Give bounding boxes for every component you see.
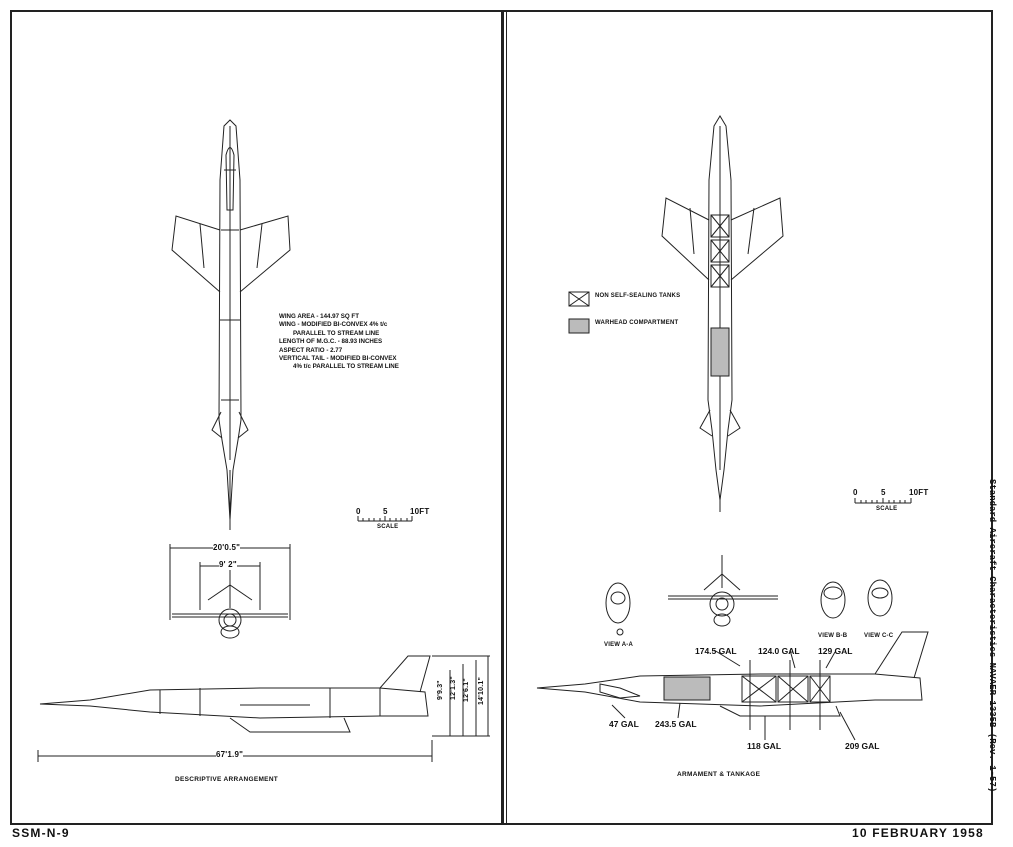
scale-zero: 0 bbox=[356, 507, 361, 516]
dim-h1: 9'9.3" bbox=[437, 680, 444, 700]
document-id: SSM-N-9 bbox=[12, 826, 70, 840]
view-aa-label: VIEW A-A bbox=[604, 642, 634, 648]
wing-specifications: WING AREA - 144.97 SQ FT WING - MODIFIED… bbox=[279, 313, 399, 372]
scale-ten: 10FT bbox=[410, 507, 430, 516]
right-scale-bar bbox=[854, 498, 912, 504]
scale-five-right: 5 bbox=[881, 488, 886, 497]
dim-length: 67'1.9" bbox=[216, 750, 244, 759]
tank-243-5: 243.5 GAL bbox=[655, 719, 697, 729]
dim-tailspan: 9' 2" bbox=[219, 560, 237, 569]
legend-warhead-label: WARHEAD COMPARTMENT bbox=[595, 320, 679, 326]
left-caption: DESCRIPTIVE ARRANGEMENT bbox=[175, 776, 279, 783]
tank-129: 129 GAL bbox=[818, 646, 853, 656]
tank-124-0: 124.0 GAL bbox=[758, 646, 800, 656]
legend-symbols bbox=[568, 291, 590, 334]
right-side-view bbox=[536, 631, 929, 741]
left-scale-bar bbox=[357, 516, 413, 522]
scale-five: 5 bbox=[383, 507, 388, 516]
tank-118: 118 GAL bbox=[747, 741, 782, 751]
spec-line: WING - MODIFIED BI-CONVEX 4% t/c bbox=[279, 321, 388, 329]
right-caption: ARMAMENT & TANKAGE bbox=[677, 771, 761, 778]
scale-ten-right: 10FT bbox=[909, 488, 929, 497]
left-side-view bbox=[37, 655, 490, 762]
spec-line: PARALLEL TO STREAM LINE bbox=[293, 329, 380, 337]
spec-line: ASPECT RATIO - 2.77 bbox=[279, 346, 343, 354]
left-plan-view bbox=[171, 119, 291, 530]
spec-line: 4% t/c PARALLEL TO STREAM LINE bbox=[293, 363, 399, 371]
dim-h4: 14'10.1" bbox=[478, 677, 485, 705]
tank-209: 209 GAL bbox=[845, 741, 880, 751]
view-cc-label: VIEW C-C bbox=[864, 633, 894, 639]
tank-47: 47 GAL bbox=[609, 719, 639, 729]
dim-h3: 12'6.1" bbox=[463, 678, 470, 702]
dim-wingspan: 20'0.5" bbox=[213, 543, 241, 552]
right-plan-view bbox=[661, 115, 784, 512]
scale-label-right: SCALE bbox=[876, 506, 898, 512]
dim-h2: 12'1.3" bbox=[450, 676, 457, 700]
scale-label: SCALE bbox=[377, 524, 399, 530]
panel-divider bbox=[501, 10, 504, 825]
section-views bbox=[605, 555, 893, 636]
document-date: 10 FEBRUARY 1958 bbox=[852, 826, 984, 840]
spec-line: VERTICAL TAIL - MODIFIED BI-CONVEX bbox=[279, 355, 397, 363]
legend-tanks-label: NON SELF-SEALING TANKS bbox=[595, 293, 681, 299]
spec-line: WING AREA - 144.97 SQ FT bbox=[279, 313, 359, 320]
left-front-view bbox=[169, 544, 291, 639]
side-reference: Standard Aircraft Characteristics NAVAER… bbox=[987, 479, 997, 793]
view-bb-label: VIEW B-B bbox=[818, 633, 848, 639]
tank-174-5: 174.5 GAL bbox=[695, 646, 737, 656]
scale-zero-right: 0 bbox=[853, 488, 858, 497]
panel-divider-inner bbox=[506, 10, 507, 825]
spec-line: LENGTH OF M.G.C. - 88.93 INCHES bbox=[279, 338, 383, 346]
